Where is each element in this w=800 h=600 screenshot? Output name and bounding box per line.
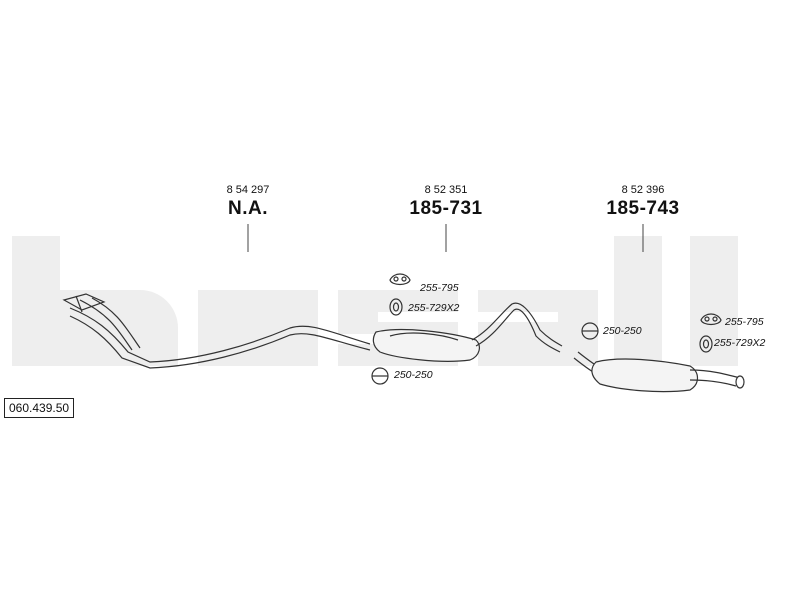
clamp-icon [581, 322, 599, 340]
front-pipe-drawing [62, 293, 371, 369]
oe-number-label: 8 52 351 [424, 184, 468, 196]
accessory-label: 255-795 [420, 282, 459, 294]
diagram-reference: 060.439.50 [4, 398, 75, 418]
brand-watermark-logo [12, 236, 738, 366]
part-number-label: N.A. [228, 198, 268, 219]
hanger-icon [700, 313, 722, 326]
accessory-label: 250-250 [603, 325, 642, 337]
middle-muffler-drawing [372, 302, 563, 362]
accessory-label: 255-729X2 [714, 337, 766, 349]
accessory-label: 250-250 [394, 369, 433, 381]
rubber-mount-icon [699, 335, 713, 353]
hanger-icon [389, 273, 411, 286]
rubber-mount-icon [389, 298, 403, 316]
accessory-label: 255-729X2 [408, 302, 460, 314]
rear-muffler-drawing [573, 351, 745, 393]
oe-number-label: 8 52 396 [621, 184, 665, 196]
accessory-icons [371, 273, 722, 385]
part-number-label: 185-731 [409, 198, 483, 219]
part-number-label: 185-743 [606, 198, 680, 219]
oe-number-label: 8 54 297 [226, 184, 270, 196]
clamp-icon [371, 367, 389, 385]
accessory-label: 255-795 [725, 316, 764, 328]
leader-lines [247, 224, 644, 252]
